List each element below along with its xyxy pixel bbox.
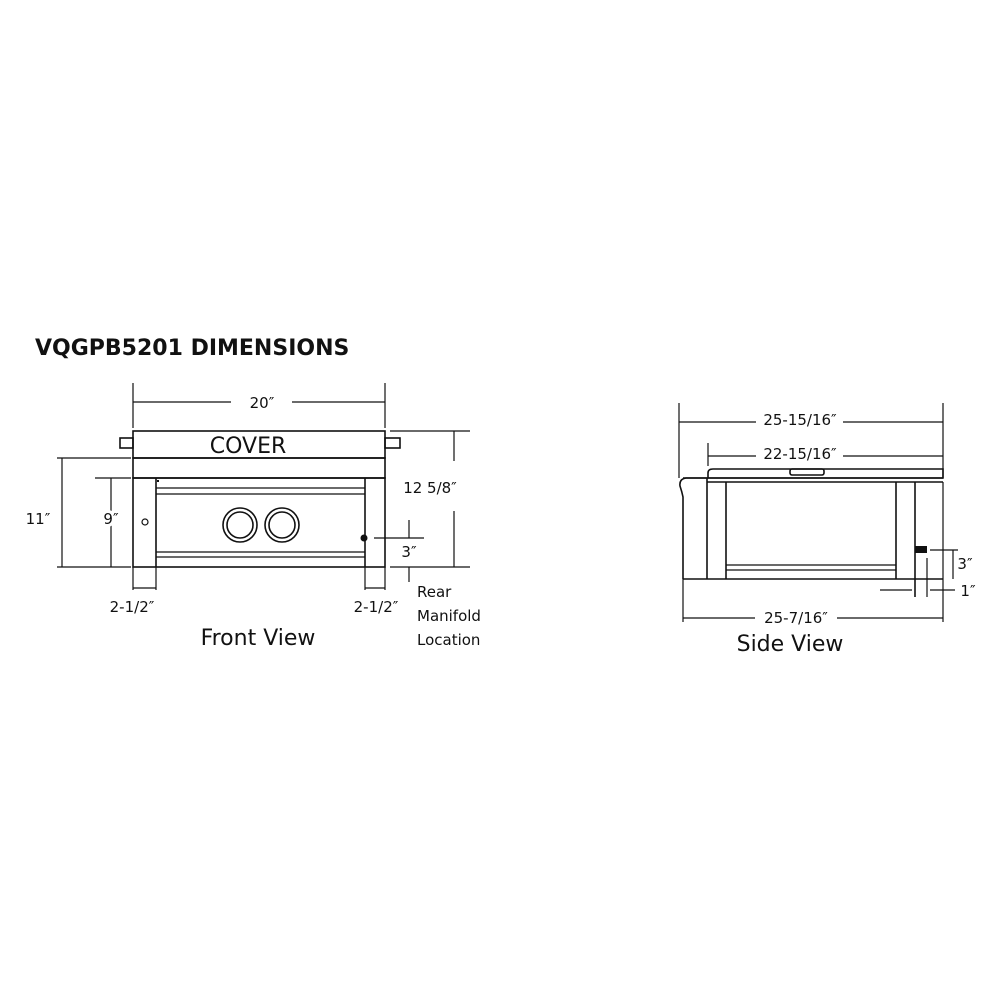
knob-right bbox=[264, 507, 300, 543]
total-height-dimension: 12 5/8″ bbox=[403, 479, 457, 497]
manifold-height-dimension: 3″ bbox=[401, 543, 417, 561]
top-panel bbox=[132, 457, 386, 479]
right-handle bbox=[384, 437, 401, 449]
manifold-note-line2: Manifold bbox=[417, 607, 481, 625]
outer-height-dimension: 11″ bbox=[26, 510, 51, 528]
lid-depth-dimension: 22-15/16″ bbox=[763, 445, 837, 463]
manifold-offset-dimension: 1″ bbox=[960, 582, 976, 600]
width-dimension: 20″ bbox=[250, 394, 275, 412]
left-handle bbox=[119, 437, 134, 449]
manifold-dot bbox=[360, 534, 368, 542]
side-manifold-height-dimension: 3″ bbox=[957, 555, 973, 573]
side-view-label: Side View bbox=[737, 632, 844, 657]
base-depth-dimension: 25-7/16″ bbox=[764, 609, 828, 627]
overall-depth-dimension: 25-15/16″ bbox=[763, 411, 837, 429]
diagram-title: VQGPB5201 DIMENSIONS bbox=[35, 336, 349, 361]
lid-handle bbox=[789, 468, 825, 476]
left-leg-dimension: 2-1/2″ bbox=[110, 598, 155, 616]
right-leg-dimension: 2-1/2″ bbox=[354, 598, 399, 616]
front-view-label: Front View bbox=[201, 626, 316, 651]
igniter-icon bbox=[141, 518, 149, 526]
manifold-block bbox=[915, 546, 927, 553]
lid bbox=[707, 468, 944, 479]
side-view: 25-15/16″ 22-15/16″ 3″ 1″ 25-7/16″ Side … bbox=[678, 403, 976, 657]
rear-lip bbox=[679, 477, 707, 579]
cover-label: COVER bbox=[210, 434, 287, 459]
body bbox=[132, 477, 386, 568]
manifold-note-line3: Location bbox=[417, 631, 480, 649]
knob-left bbox=[222, 507, 258, 543]
inner-height-dimension: 9″ bbox=[103, 510, 119, 528]
front-view: COVER 20″ 12 5/8″ 11″ bbox=[26, 383, 481, 651]
manifold-note-line1: Rear bbox=[417, 583, 452, 601]
